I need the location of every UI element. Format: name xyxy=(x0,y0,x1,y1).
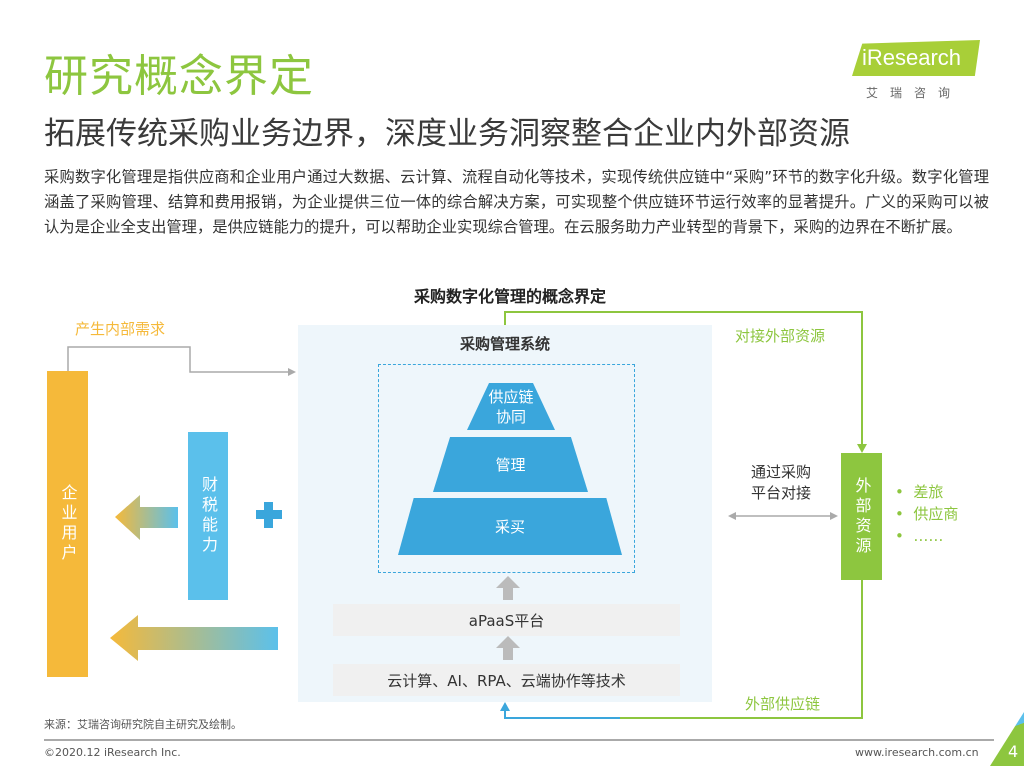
finance-tax-bar: 财税能力 xyxy=(188,432,228,600)
list-item: • …… xyxy=(895,527,944,545)
footer-divider xyxy=(44,739,994,741)
arrow-head-icon xyxy=(288,368,296,376)
copyright: ©2020.12 iResearch Inc. xyxy=(44,746,181,759)
arrow-left-icon xyxy=(115,495,178,540)
pyramid-frame xyxy=(378,364,635,573)
internal-demand-line xyxy=(67,346,292,373)
external-resources-bar: 外部资源 xyxy=(841,453,882,580)
connect-external-label: 对接外部资源 xyxy=(735,327,826,345)
arrow-head-icon xyxy=(857,444,867,453)
page-number: 4 xyxy=(1008,742,1019,761)
iresearch-logo: iResearch xyxy=(852,40,980,76)
external-resource-line xyxy=(504,311,863,448)
source-note: 来源：艾瑞咨询研究院自主研究及绘制。 xyxy=(44,718,242,731)
diagram-title: 采购数字化管理的概念界定 xyxy=(413,287,606,306)
list-item: • 供应商 xyxy=(895,505,959,523)
external-items-list: • 差旅 • 供应商 • …… xyxy=(895,481,958,547)
pyramid-middle: 管理 xyxy=(433,437,588,492)
up-arrows-icon xyxy=(496,576,520,660)
arrow-head-icon xyxy=(500,702,510,711)
arrow-left-icon xyxy=(110,615,278,661)
tech-layer: 云计算、AI、RPA、云端协作等技术 xyxy=(333,664,680,696)
intro-paragraph: 采购数字化管理是指供应商和企业用户通过大数据、云计算、流程自动化等技术，实现传统… xyxy=(44,168,989,236)
page-subtitle: 拓展传统采购业务边界，深度业务洞察整合企业内外部资源 xyxy=(44,116,850,152)
apaas-platform: aPaaS平台 xyxy=(333,604,680,636)
logo-subtitle: 艾瑞咨询 xyxy=(866,86,963,100)
platform-link-label: 通过采购平台对接 xyxy=(750,463,811,502)
website-url: www.iresearch.com.cn xyxy=(855,746,979,759)
system-title: 采购管理系统 xyxy=(459,335,550,353)
list-item: • 差旅 xyxy=(895,483,944,501)
page-title: 研究概念界定 xyxy=(44,51,314,102)
pyramid-bottom: 采买 xyxy=(398,498,622,555)
enterprise-user-bar: 企业用户 xyxy=(47,371,88,677)
external-supply-label: 外部供应链 xyxy=(745,695,821,713)
internal-demand-label: 产生内部需求 xyxy=(75,320,166,338)
